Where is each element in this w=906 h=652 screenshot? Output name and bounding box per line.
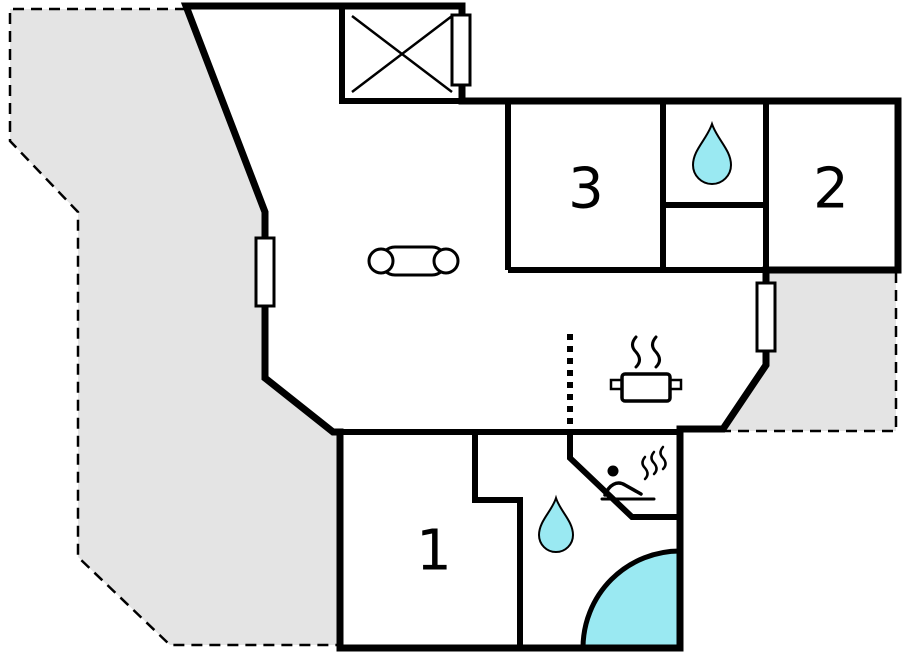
- sauna-icon: [600, 445, 667, 501]
- water-drop-icon-top: [691, 120, 733, 185]
- shower-icon: [580, 548, 683, 651]
- room-2-label: 2: [813, 157, 849, 222]
- window-left-icon: [254, 236, 276, 308]
- interior-walls: [339, 6, 769, 648]
- room-1-label: 1: [416, 519, 452, 584]
- skylight-cross-icon: [351, 15, 453, 93]
- window-top-icon: [450, 13, 472, 87]
- building-outer-wall: [180, 2, 902, 652]
- room-3-label: 3: [568, 157, 604, 222]
- plot-boundary-dashed-line: [8, 7, 898, 647]
- water-drop-icon-bottom: [537, 494, 575, 553]
- window-right-icon: [755, 281, 777, 353]
- outside-area-right: [712, 272, 896, 431]
- stove-icon: [609, 335, 683, 403]
- sofa-icon: [367, 245, 460, 277]
- outside-area-left: [10, 9, 340, 645]
